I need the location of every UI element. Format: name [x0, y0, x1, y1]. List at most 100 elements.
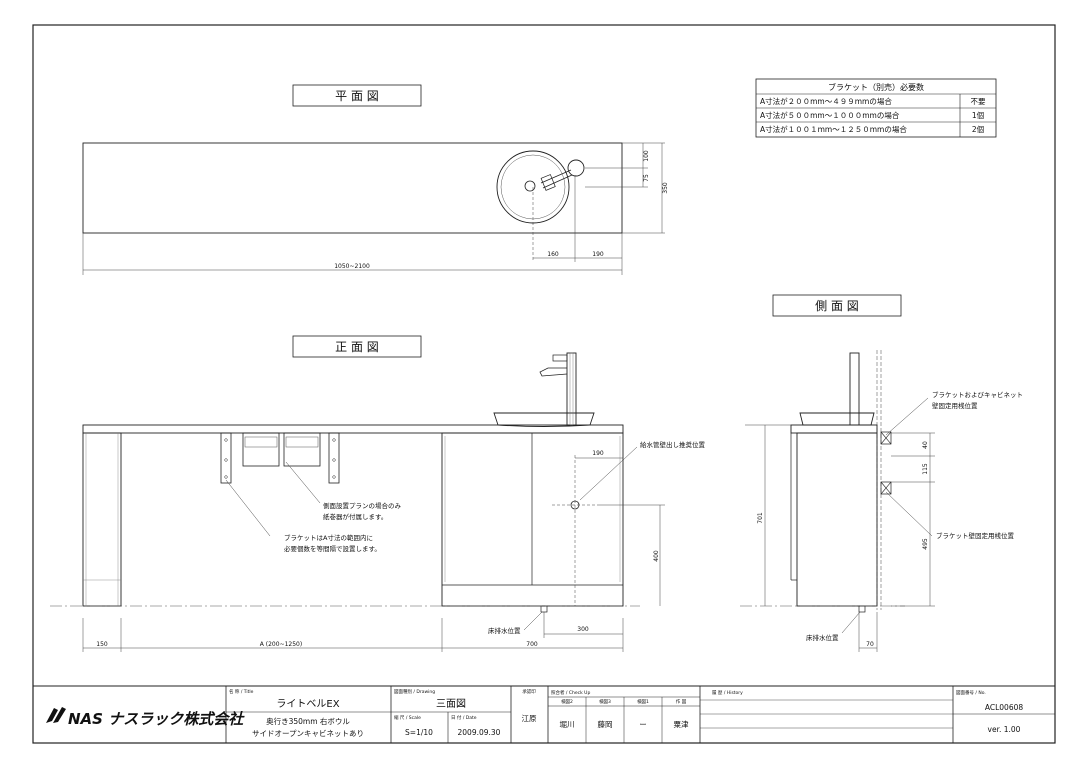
bracket-screw [332, 475, 336, 479]
front-title-box [292, 335, 422, 358]
front-bowl [493, 412, 595, 427]
plan-faucet-spout [540, 169, 572, 184]
dim-front-150: 150 [96, 641, 108, 648]
side-bracket-x [880, 431, 892, 445]
tb-check-value: 粟津 [674, 720, 689, 729]
note-water-supply: 給水管壁出し推奨位置 [640, 440, 706, 449]
front-title: 正 面 図 [335, 340, 379, 354]
side-cabinet [796, 432, 878, 607]
bracket-right [328, 432, 340, 484]
tb-check-col: 作 図 [676, 698, 687, 705]
dim-total-width: 1050~2100 [334, 263, 370, 270]
tb-drawing-label: 図面種別 / Drawing [394, 688, 435, 695]
company-name: NAS ナスラック株式会社 [68, 710, 245, 728]
bracket-row-count: 2個 [972, 124, 984, 134]
note-paper-holder-2: 紙巻器が付属します。 [323, 512, 387, 521]
bracket-row-condition: A寸法が２００mm～４９９mmの場合 [760, 96, 892, 106]
paper-holder-cover [285, 436, 319, 448]
tb-date-value: 2009.09.30 [458, 728, 501, 737]
tb-name-value: ライトベルEX [276, 698, 339, 710]
dim-side-495: 495 [922, 538, 929, 550]
note-bracket-fix: ブラケット壁固定用桟位置 [936, 531, 1015, 540]
plan-faucet-head [540, 174, 556, 191]
bracket-screw [224, 438, 228, 442]
note-bracket-cabinet-2: 壁固定用桟位置 [932, 401, 978, 410]
tb-approval-value: 江原 [522, 714, 537, 723]
front-faucet-lever [552, 354, 568, 362]
company-logo [46, 707, 66, 723]
tb-version: ver. 1.00 [988, 725, 1021, 734]
bracket-row-count: 不要 [971, 97, 986, 106]
plan-drain [524, 180, 536, 192]
side-bracket-x [880, 481, 892, 495]
leader-bracket-cabinet [885, 397, 929, 436]
leader-bracket [225, 479, 271, 537]
tb-no-value: ACL00608 [985, 703, 1024, 712]
tb-scale-value: S=1/10 [405, 728, 433, 737]
bracket-screw [332, 438, 336, 442]
dim-side-40: 40 [922, 441, 929, 449]
bracket-row-condition: A寸法が１００１mm～１２５０mmの場合 [760, 124, 907, 134]
leader-drain [523, 611, 543, 631]
side-counter-top [790, 424, 878, 434]
dim-side-70: 70 [866, 641, 874, 648]
tb-check-value: 藤岡 [598, 719, 613, 729]
bracket-row-count: 1個 [972, 110, 984, 120]
tb-date-label: 日 付 / Date [451, 714, 477, 721]
tb-desc-line1: 奥行き350mm 右ボウル [266, 716, 350, 726]
front-drain-pipe [540, 605, 548, 613]
dim-350: 350 [662, 182, 669, 194]
plan-faucet-base [567, 159, 585, 177]
leader-paper [285, 461, 321, 504]
leader-bracket-fix [885, 491, 933, 537]
tb-approval-label: 承認印 [522, 688, 536, 695]
dim-side-701: 701 [757, 512, 764, 524]
note-drain-front: 床排水位置 [488, 626, 521, 635]
tb-no-label: 図面番号 / No. [956, 689, 986, 696]
side-faucet [849, 352, 860, 426]
tb-check-col: 検図3 [599, 698, 611, 705]
tb-desc-line2: サイドオープンキャビネットあり [252, 729, 364, 738]
note-drain-side: 床排水位置 [806, 633, 839, 642]
dim-75: 75 [643, 174, 650, 182]
title-block [32, 685, 1056, 744]
plan-counter [82, 142, 623, 234]
bracket-table-title: ブラケット（別売）必要数 [828, 82, 924, 92]
water-supply-point [570, 500, 580, 510]
front-faucet-body [566, 352, 577, 426]
tb-drawing-value: 三面図 [436, 698, 466, 710]
front-counter-top [82, 424, 624, 434]
tb-name-label: 名 称 / Title [229, 688, 254, 695]
dim-front-300: 300 [577, 626, 589, 633]
dim-100: 100 [643, 150, 650, 162]
tb-check-label: 照合者 / Check Up [551, 689, 590, 696]
bracket-screw [224, 475, 228, 479]
paper-holder-right [283, 432, 321, 467]
side-bowl [799, 412, 875, 426]
dim-front-400: 400 [653, 550, 660, 562]
tb-check-col: 検図1 [637, 698, 649, 705]
dim-front-a: A (200~1250) [260, 641, 302, 648]
note-bracket-cabinet-1: ブラケットおよびキャビネット [932, 390, 1023, 399]
side-bracket-marker [880, 481, 892, 495]
front-faucet-spout [539, 367, 568, 377]
tb-check-col: 検図2 [561, 698, 573, 705]
tb-scale-label: 縮 尺 / Scale [394, 714, 421, 721]
bracket-table [755, 78, 997, 138]
front-cabinet [441, 432, 624, 607]
note-bracket-2: 必要個数を等間隔で設置します。 [284, 544, 381, 553]
front-faucet-core [569, 352, 574, 426]
leader-water [579, 446, 638, 501]
note-paper-holder-1: 側面設置プランの場合のみ [323, 501, 402, 510]
bracket-left [220, 432, 232, 484]
tb-check-value: 堀川 [560, 720, 575, 729]
dim-side-115: 115 [922, 463, 929, 475]
paper-holder-left [242, 432, 280, 467]
plan-title: 平 面 図 [335, 89, 379, 103]
dim-190: 190 [592, 251, 604, 258]
side-title-box [772, 294, 902, 317]
dim-160: 160 [547, 251, 559, 258]
dim-front-700: 700 [526, 641, 538, 648]
